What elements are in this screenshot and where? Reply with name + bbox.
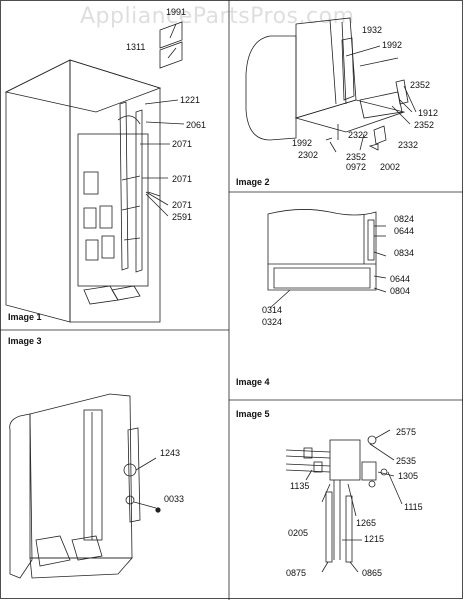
part-label: 1115 <box>404 502 423 512</box>
image3-side-view <box>9 393 161 579</box>
part-label: 0205 <box>288 528 309 538</box>
part-label: 2352 <box>410 80 431 90</box>
caption-image-4: Image 4 <box>236 377 270 387</box>
part-label: 2591 <box>172 212 193 222</box>
part-label: 1265 <box>356 518 377 528</box>
part-label: 2071 <box>172 174 193 184</box>
part-label: 1912 <box>418 108 439 118</box>
part-label: 1221 <box>180 95 201 105</box>
part-label: 0314 <box>262 305 283 315</box>
part-label: 2302 <box>298 150 319 160</box>
part-label: 1135 <box>290 481 310 491</box>
part-label: 2332 <box>398 140 419 150</box>
caption-image-3: Image 3 <box>8 336 42 346</box>
part-label: 1243 <box>160 448 181 458</box>
part-label: 2322 <box>348 130 369 140</box>
part-label: 2352 <box>414 120 435 130</box>
part-label: 1991 <box>166 7 187 17</box>
part-label: 2061 <box>186 120 207 130</box>
watermark-text: AppliancePartsPros.com <box>80 4 355 29</box>
part-label: 0644 <box>394 226 415 236</box>
image2-back-panel <box>245 17 417 153</box>
part-label: 2071 <box>172 139 193 149</box>
part-label: 2352 <box>346 152 367 162</box>
caption-image-2: Image 2 <box>236 177 270 187</box>
image4-liner <box>267 209 387 309</box>
part-label: 1992 <box>292 138 313 148</box>
image1-refrigerator <box>4 21 185 323</box>
part-label: 2575 <box>396 427 417 437</box>
image5-valve <box>285 429 403 573</box>
part-label: 0865 <box>362 568 383 578</box>
caption-image-1: Image 1 <box>8 312 42 322</box>
part-label: 1992 <box>382 40 403 50</box>
part-label: 0324 <box>262 317 283 327</box>
part-label: 1932 <box>362 25 383 35</box>
part-label: 0875 <box>286 568 307 578</box>
part-label: 2535 <box>396 456 417 466</box>
part-label: 0972 <box>346 162 367 172</box>
part-label: 0824 <box>394 214 415 224</box>
part-label: 0033 <box>164 494 185 504</box>
part-label: 0644 <box>390 274 411 284</box>
part-label: 1311 <box>126 42 146 52</box>
part-label: 2002 <box>380 162 401 172</box>
part-label: 1215 <box>364 534 385 544</box>
caption-image-5: Image 5 <box>236 409 270 419</box>
part-label: 0804 <box>390 286 411 296</box>
part-label: 1305 <box>398 471 419 481</box>
part-label: 2071 <box>172 200 193 210</box>
part-label: 0834 <box>394 248 415 258</box>
